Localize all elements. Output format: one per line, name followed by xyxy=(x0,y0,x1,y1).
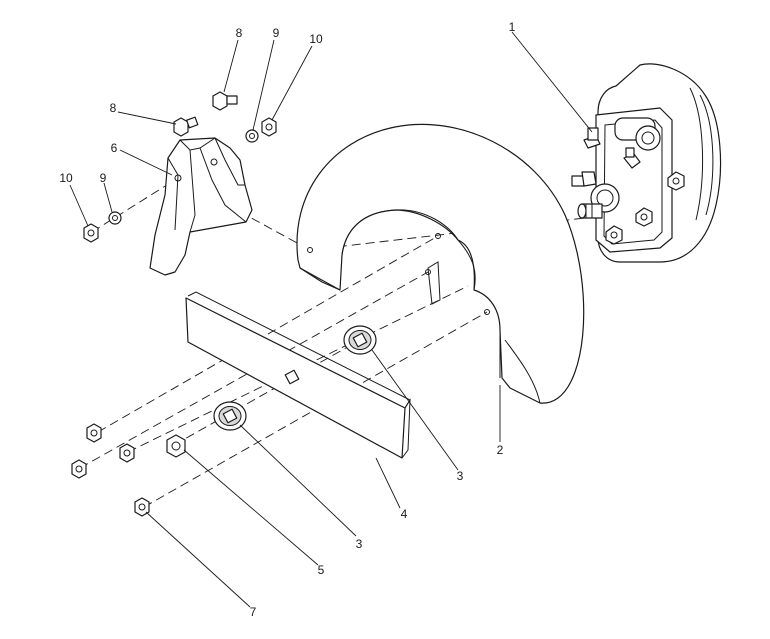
nut-lower-3 xyxy=(119,443,135,463)
callout-6: 6 xyxy=(111,141,118,155)
mount-bracket xyxy=(149,137,253,276)
callout-9-left: 9 xyxy=(100,171,107,185)
bolt-8-upper xyxy=(212,91,238,111)
callout-5: 5 xyxy=(318,563,325,577)
motor-fitting-left xyxy=(571,171,597,187)
bolt-8-left xyxy=(173,116,199,137)
callout-labels: 1 2 3 3 4 5 6 7 8 8 9 9 10 10 xyxy=(59,20,515,619)
nut-lower-1 xyxy=(86,423,102,443)
nut-5 xyxy=(166,434,186,458)
washer-lower xyxy=(213,401,247,431)
nut-10-left xyxy=(83,223,99,243)
callout-9-upper: 9 xyxy=(273,26,280,40)
callout-7: 7 xyxy=(250,605,257,619)
motor-nut-right xyxy=(667,171,685,191)
callout-10-upper: 10 xyxy=(309,32,323,46)
motor-fitting-top xyxy=(583,127,601,149)
callout-3-upper: 3 xyxy=(457,469,464,483)
callout-4: 4 xyxy=(401,507,408,521)
washer-9-upper xyxy=(245,129,259,143)
washer-9-left xyxy=(108,211,122,225)
hydraulic-motor xyxy=(571,63,722,263)
nut-lower-2 xyxy=(71,459,87,479)
callout-8-left: 8 xyxy=(110,101,117,115)
callout-8-upper: 8 xyxy=(236,26,243,40)
blade xyxy=(185,291,411,459)
washer-upper xyxy=(343,325,377,355)
nut-10-upper xyxy=(261,117,277,137)
nut-7 xyxy=(134,497,150,517)
motor-shaft xyxy=(577,203,603,219)
motor-fitting-center xyxy=(623,147,641,169)
callout-1: 1 xyxy=(509,20,516,34)
callout-10-left: 10 xyxy=(59,171,73,185)
callout-3-lower: 3 xyxy=(356,537,363,551)
motor-nut-lower-right xyxy=(635,207,653,227)
callout-2: 2 xyxy=(497,443,504,457)
blade-guard xyxy=(296,123,585,404)
leader-lines xyxy=(69,31,593,608)
motor-nut-lower-left xyxy=(605,225,623,245)
